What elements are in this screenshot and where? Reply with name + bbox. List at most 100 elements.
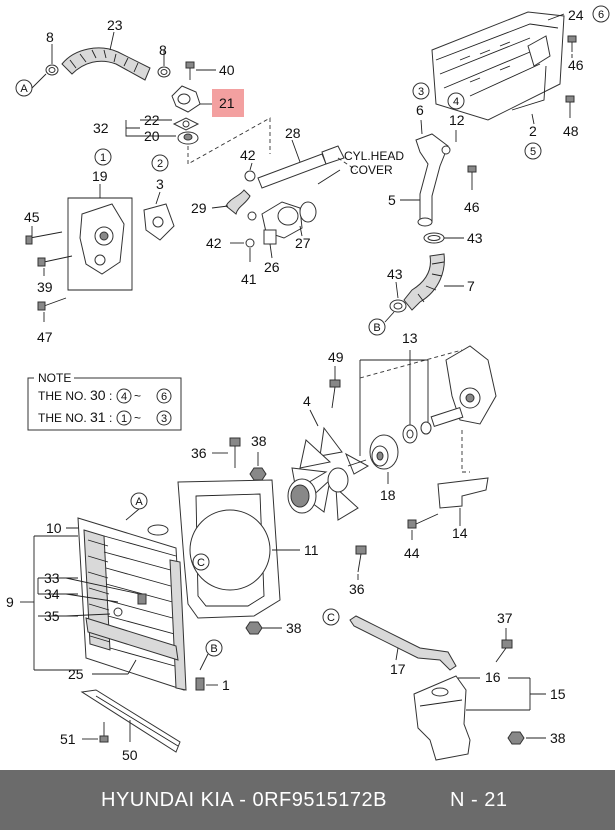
callout-9: 9: [6, 594, 14, 610]
marker-4: 4: [447, 92, 465, 110]
svg-text:A: A: [20, 83, 28, 95]
lower-seal-strip: [80, 689, 181, 753]
marker-c: C: [322, 608, 340, 626]
marker-a: A: [15, 79, 33, 97]
callout-24: 24: [568, 7, 584, 23]
note-title: NOTE: [38, 371, 71, 385]
radiator-lower-hose: [403, 253, 445, 311]
pump-bracket: [437, 477, 489, 509]
bolt: [495, 639, 513, 663]
note-row1-from: 4: [121, 391, 127, 403]
callout-50: 50: [122, 747, 138, 763]
callout-39: 39: [37, 279, 53, 295]
bolt: [229, 437, 241, 468]
marker-b: B: [368, 318, 386, 336]
radiator-upper-hose: [61, 47, 151, 81]
note-row1-num: 30: [90, 387, 106, 403]
bolt: [329, 379, 341, 409]
callout-47: 47: [37, 329, 53, 345]
callout-41: 41: [241, 271, 257, 287]
callout-8: 8: [159, 42, 167, 58]
callout-48: 48: [563, 123, 579, 139]
callout-12: 12: [449, 112, 465, 128]
marker-2: 2: [151, 154, 169, 172]
callout-22: 22: [144, 112, 160, 128]
gasket: [402, 424, 418, 444]
callout-46: 46: [464, 199, 480, 215]
bypass-hose: [225, 189, 251, 215]
callout-23: 23: [107, 17, 123, 33]
note-row1-prefix: THE NO.: [38, 389, 87, 403]
callout-27: 27: [295, 235, 311, 251]
note-row1-sep: :: [109, 389, 112, 403]
radiator-cap: [147, 524, 169, 536]
drain-plug: [137, 593, 147, 605]
fan-shroud: [177, 479, 281, 619]
callout-32: 32: [93, 120, 109, 136]
callout-20: 20: [144, 128, 160, 144]
callout-15: 15: [550, 686, 566, 702]
callout-40: 40: [219, 62, 235, 78]
svg-text:B: B: [373, 322, 380, 334]
drain-cock: [195, 677, 205, 691]
callout-4: 4: [303, 393, 311, 409]
svg-text:C: C: [327, 612, 335, 624]
o-ring: [420, 421, 432, 435]
note-row2-from: 1: [121, 413, 127, 425]
hose-clamp: [45, 64, 59, 76]
marker-3: 3: [412, 82, 430, 100]
highlighted-part-21: [212, 89, 244, 117]
thermostat-housing: [171, 85, 201, 113]
callout-37: 37: [497, 610, 513, 626]
svg-text:6: 6: [598, 9, 604, 21]
gasket: [441, 145, 451, 155]
note-row2-sep: :: [109, 411, 112, 425]
pump-gasket: [143, 203, 175, 241]
callout-17: 17: [390, 661, 406, 677]
bracket: [113, 607, 123, 617]
o-ring: [247, 211, 257, 221]
callout-6: 6: [416, 102, 424, 118]
callout-18: 18: [380, 487, 396, 503]
nut: [249, 467, 267, 481]
callout-51: 51: [60, 731, 76, 747]
bolt: [355, 545, 367, 573]
coolant-reservoir: [413, 675, 471, 761]
bolt: [37, 255, 73, 267]
callout-36: 36: [191, 445, 207, 461]
callout-38: 38: [286, 620, 302, 636]
callout-7: 7: [467, 278, 475, 294]
note-row2-num: 31: [90, 409, 106, 425]
svg-text:1: 1: [100, 152, 106, 164]
water-pipe: [257, 145, 345, 189]
pulley: [369, 434, 399, 470]
water-inlet-pipe: [415, 133, 449, 227]
callout-43: 43: [387, 266, 403, 282]
bolt: [99, 722, 109, 743]
callout-49: 49: [328, 349, 344, 365]
callout-42: 42: [240, 147, 256, 163]
radiator: [77, 517, 187, 691]
marker-c: C: [192, 553, 210, 571]
water-pump-assy: [430, 345, 497, 428]
svg-text:3: 3: [418, 86, 424, 98]
nut: [507, 731, 525, 745]
marker-6: 6: [592, 5, 610, 23]
cylinder-head-cover: [431, 11, 565, 121]
callout-36: 36: [349, 581, 365, 597]
footer-bar: HYUNDAI KIA - 0RF9515172B N - 21: [0, 770, 615, 830]
hose-clamp: [389, 299, 407, 313]
callout-21: 21: [219, 95, 235, 111]
o-ring: [244, 170, 256, 182]
gasket: [172, 117, 200, 131]
nut: [245, 621, 263, 635]
callout-8: 8: [46, 29, 54, 45]
footer-ref: N - 21: [450, 788, 508, 811]
hose-clamp: [423, 232, 445, 244]
water-pump-body: [79, 203, 125, 275]
callout-45: 45: [24, 209, 40, 225]
callout-14: 14: [452, 525, 468, 541]
callout-19: 19: [92, 168, 108, 184]
svg-text:2: 2: [157, 158, 163, 170]
bolt: [565, 95, 575, 118]
